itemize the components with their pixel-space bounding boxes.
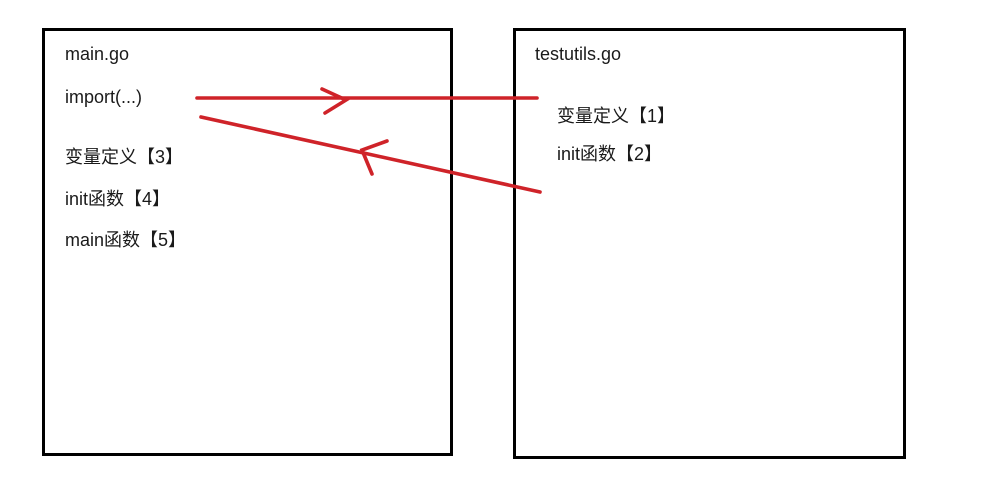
file-title-testutils-go: testutils.go xyxy=(535,44,622,64)
list-item-init-func-2: init函数【2】 xyxy=(557,144,663,164)
testutils-go-box: testutils.go 变量定义【1】 init函数【2】 xyxy=(513,28,906,459)
file-title-main-go: main.go xyxy=(65,44,130,64)
list-item-init-func-4: init函数【4】 xyxy=(65,189,171,209)
main-go-box: main.go import(...) 变量定义【3】 init函数【4】 ma… xyxy=(42,28,453,456)
list-item-var-def-3: 变量定义【3】 xyxy=(65,147,184,167)
import-line: import(...) xyxy=(65,87,143,107)
list-item-var-def-1: 变量定义【1】 xyxy=(557,106,676,126)
list-item-main-func-5: main函数【5】 xyxy=(65,230,187,250)
